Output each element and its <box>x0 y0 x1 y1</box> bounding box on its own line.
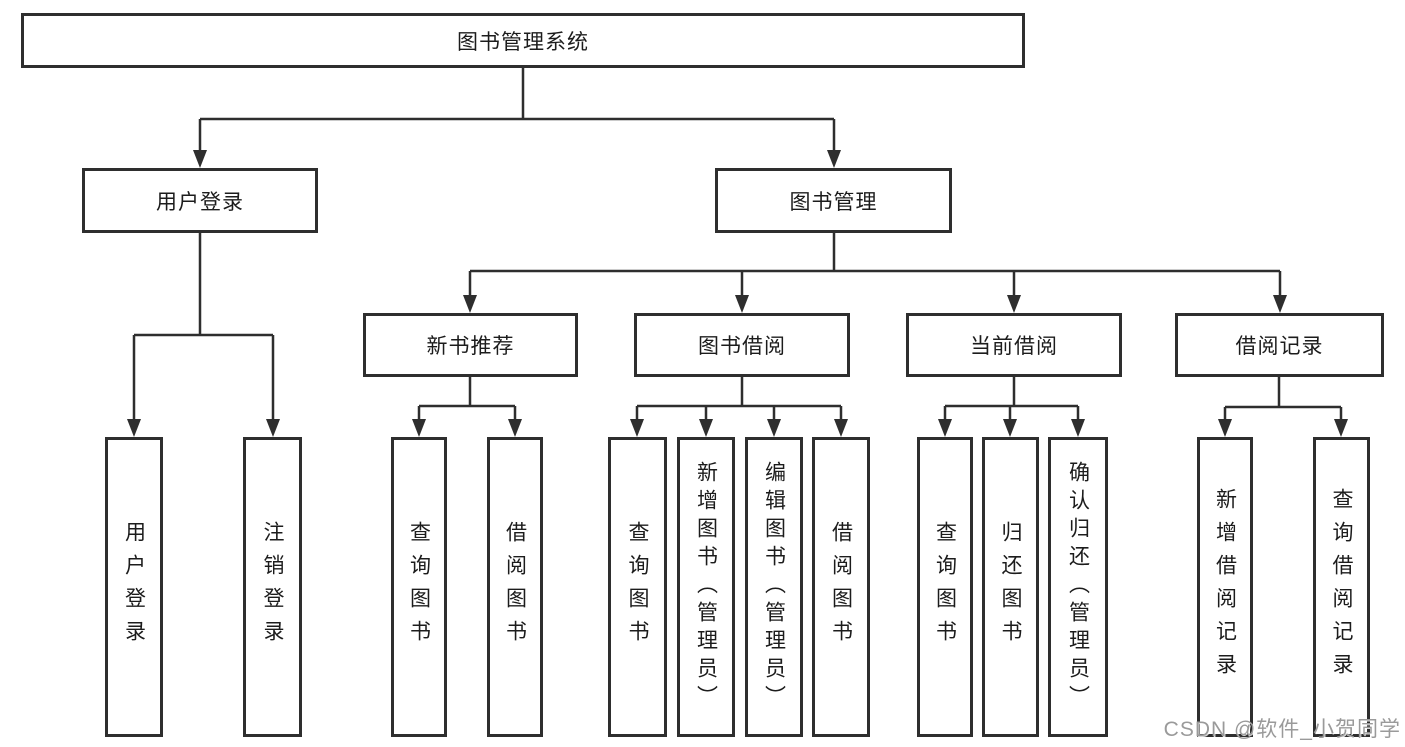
leaf-query-borrow-record: 查询借阅记录 <box>1313 437 1370 737</box>
node-new-book-recommend: 新书推荐 <box>363 313 578 377</box>
arrow-down-icon <box>508 419 522 437</box>
leaf-query-books-borrow: 查询图书 <box>608 437 667 737</box>
leaf-borrow-books-recommend: 借阅图书 <box>487 437 543 737</box>
leaf-add-borrow-record: 新增借阅记录 <box>1197 437 1253 737</box>
arrow-down-icon <box>1334 419 1348 437</box>
arrow-down-icon <box>767 419 781 437</box>
node-user-login: 用户登录 <box>82 168 318 233</box>
leaf-borrow-books: 借阅图书 <box>812 437 870 737</box>
node-label: 借阅图书 <box>829 521 853 653</box>
leaf-user-login: 用户登录 <box>105 437 163 737</box>
node-label: 新增借阅记录 <box>1213 488 1237 686</box>
arrow-down-icon <box>834 419 848 437</box>
node-label: 用户登录 <box>156 190 244 214</box>
node-label: 归还图书 <box>999 521 1022 653</box>
node-label: 图书借阅 <box>698 335 786 358</box>
node-borrow-records: 借阅记录 <box>1175 313 1384 377</box>
node-label: 图书管理 <box>789 190 878 214</box>
node-system-root: 图书管理系统 <box>21 13 1025 68</box>
leaf-add-books-admin: 新增图书（管理员） <box>677 437 735 737</box>
node-label: 当前借阅 <box>970 335 1058 358</box>
node-label: 编辑图书（管理员） <box>762 461 786 713</box>
arrow-down-icon <box>735 295 749 313</box>
node-book-management: 图书管理 <box>715 168 952 233</box>
node-label: 图书管理系统 <box>457 30 589 54</box>
node-label: 借阅图书 <box>503 521 527 653</box>
leaf-logout: 注销登录 <box>243 437 302 737</box>
node-label: 注销登录 <box>261 521 284 653</box>
node-label: 新书推荐 <box>426 335 515 358</box>
arrow-down-icon <box>1273 295 1287 313</box>
arrow-down-icon <box>1218 419 1232 437</box>
arrow-down-icon <box>266 419 280 437</box>
arrow-down-icon <box>463 295 477 313</box>
arrow-down-icon <box>1003 419 1017 437</box>
node-label: 用户登录 <box>122 521 146 653</box>
node-label: 查询图书 <box>933 521 957 653</box>
watermark: CSDN @软件_小贺同学 <box>1163 718 1401 741</box>
leaf-query-books-recommend: 查询图书 <box>391 437 447 737</box>
arrow-down-icon <box>127 419 141 437</box>
node-label: 查询图书 <box>407 521 431 653</box>
arrow-down-icon <box>1071 419 1085 437</box>
arrow-down-icon <box>412 419 426 437</box>
leaf-edit-books-admin: 编辑图书（管理员） <box>745 437 803 737</box>
node-label: 借阅记录 <box>1235 335 1324 358</box>
node-current-borrow: 当前借阅 <box>906 313 1122 377</box>
leaf-query-books-current: 查询图书 <box>917 437 973 737</box>
leaf-return-books: 归还图书 <box>982 437 1039 737</box>
node-book-borrow: 图书借阅 <box>634 313 850 377</box>
node-label: 新增图书（管理员） <box>694 461 718 713</box>
arrow-down-icon <box>938 419 952 437</box>
node-label: 确认归还（管理员） <box>1066 461 1090 713</box>
node-label: 查询借阅记录 <box>1330 488 1353 686</box>
node-label: 查询图书 <box>626 521 649 653</box>
leaf-confirm-return-admin: 确认归还（管理员） <box>1048 437 1108 737</box>
arrow-down-icon <box>699 419 713 437</box>
arrow-down-icon <box>1007 295 1021 313</box>
arrow-down-icon <box>193 150 207 168</box>
arrow-down-icon <box>630 419 644 437</box>
arrow-down-icon <box>827 150 841 168</box>
